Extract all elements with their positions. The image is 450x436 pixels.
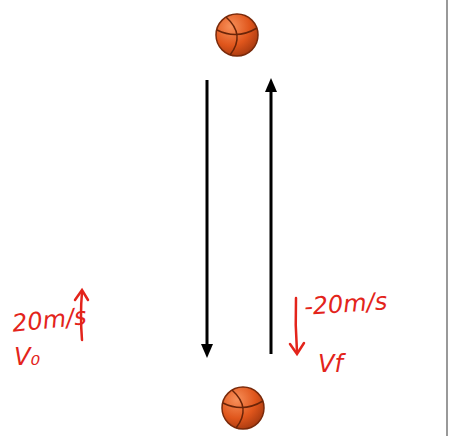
- velocity-label: Vf: [318, 352, 343, 376]
- basketball: [222, 387, 264, 429]
- motion-arrow: [201, 80, 213, 358]
- velocity-label: V₀: [14, 345, 40, 369]
- basketball: [216, 14, 258, 56]
- velocity-label: -20m/s: [303, 289, 388, 319]
- motion-arrow: [265, 78, 277, 354]
- velocity-label: 20m/s: [11, 304, 88, 336]
- frame-edge: [446, 0, 448, 436]
- velocity-arrow: [290, 298, 304, 354]
